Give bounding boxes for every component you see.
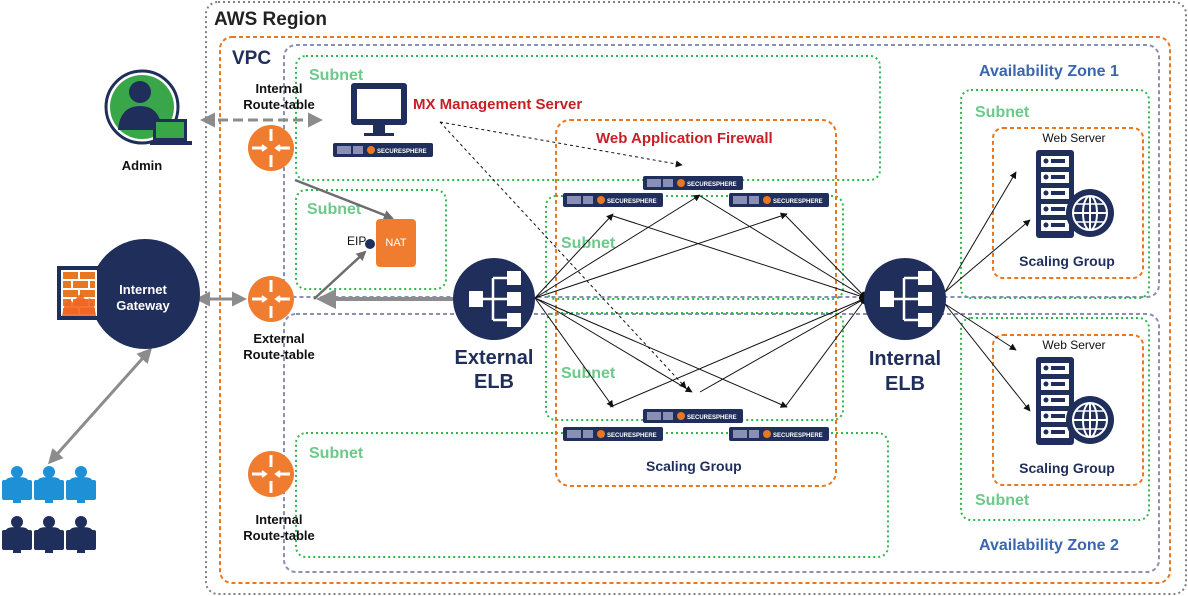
securesphere-appliance-icon: SECURESPHERE: [643, 409, 743, 423]
router-icon: [248, 451, 294, 497]
vpc-label: VPC: [232, 48, 271, 69]
subnet-web-1: [960, 89, 1150, 299]
nat-box: [376, 219, 416, 267]
mx-title: MX Management Server: [413, 96, 582, 113]
web-scaling-group-label: Scaling Group: [1019, 253, 1115, 269]
internal-elb-label-2: ELB: [885, 373, 925, 395]
external-route-table: External Route-table: [243, 276, 315, 362]
nat-label: NAT: [385, 237, 406, 249]
subnet-waf-1: [545, 195, 844, 300]
web-server-lines: [944, 171, 1031, 412]
availability-zone-1-label: Availability Zone 1: [979, 63, 1119, 80]
user-icon: [66, 516, 96, 553]
admin-label: Admin: [122, 158, 163, 173]
securesphere-appliance-icon: SECURESPHERE: [643, 176, 743, 190]
internet-gateway-circle: [90, 239, 200, 349]
user-icon: [2, 516, 32, 553]
appliance-brand-label: SECURESPHERE: [607, 433, 657, 439]
internal-elb-label-1: Internal: [869, 348, 941, 370]
nat-gateway: NAT EIP: [347, 219, 416, 267]
user-icon: [66, 466, 96, 503]
external-route-table-label-2: Route-table: [243, 347, 315, 362]
internet-gateway-node: Internet Gateway: [57, 239, 200, 349]
waf-connection-lines: [534, 194, 867, 408]
securesphere-appliance-icon: SECURESPHERE: [729, 427, 829, 441]
external-route-table-label-1: External: [253, 331, 304, 346]
appliance-brand-label: SECURESPHERE: [687, 182, 737, 188]
subnet-waf-2: [545, 312, 844, 421]
securesphere-appliance-icon: SECURESPHERE: [333, 143, 433, 157]
internal-route-table-bottom-label-2: Route-table: [243, 528, 315, 543]
internet-gateway-label-line1: Internet: [119, 282, 167, 297]
subnet-waf-1-label: Subnet: [561, 235, 616, 252]
mx-management-server: MX Management Server: [351, 83, 582, 136]
subnet-bottom-label: Subnet: [309, 445, 364, 462]
web-server-label: Web Server: [1042, 338, 1105, 352]
subnet-web-2: [960, 317, 1150, 521]
mx-management-lines: [439, 121, 687, 389]
internal-route-table-bottom: Internal Route-table: [243, 451, 315, 543]
user-icon: [34, 516, 64, 553]
admin-node: Admin: [104, 69, 192, 173]
waf-scaling-group-label: Scaling Group: [646, 458, 742, 474]
appliance-brand-label: SECURESPHERE: [687, 415, 737, 421]
availability-zone-2-boundary: [283, 313, 1160, 573]
availability-zone-1-boundary: [283, 44, 1160, 298]
web-scaling-group-1-boundary: [992, 127, 1144, 279]
user-icon: [34, 466, 64, 503]
appliances: SECURESPHERE SECURESPHERE SECURESPHERE SECU…: [333, 143, 829, 441]
appliance-brand-label: SECURESPHERE: [773, 433, 823, 439]
internet-gateway-label-line2: Gateway: [116, 298, 170, 313]
internal-route-table-top-label-2: Route-table: [243, 97, 315, 112]
external-elb-label-2: ELB: [474, 371, 514, 393]
internal-route-table-top-label-1: Internal: [256, 81, 303, 96]
vpc-boundary: [219, 36, 1171, 584]
external-elb: External ELB: [453, 258, 535, 393]
internal-route-table-bottom-label-1: Internal: [256, 512, 303, 527]
aws-region-label: AWS Region: [214, 9, 327, 30]
web-scaling-group-label: Scaling Group: [1019, 460, 1115, 476]
gray-connectors: [48, 112, 458, 465]
waf-title: Web Application Firewall: [596, 130, 773, 147]
subnet-bottom: [295, 432, 889, 558]
user-icon: [2, 466, 32, 503]
waf-group-boundary: [555, 119, 837, 487]
firewall-icon: [57, 266, 101, 320]
router-icon: [248, 276, 294, 322]
appliance-brand-label: SECURESPHERE: [607, 199, 657, 205]
eip-label: EIP: [347, 234, 366, 248]
subnet-nat-label: Subnet: [307, 201, 362, 218]
web-scaling-group-2-boundary: [992, 334, 1144, 486]
web-server-label: Web Server: [1042, 131, 1105, 145]
subnet-mx-label: Subnet: [309, 67, 364, 84]
eip-dot: [365, 239, 375, 249]
availability-zone-2-label: Availability Zone 2: [979, 537, 1119, 554]
securesphere-appliance-icon: SECURESPHERE: [563, 427, 663, 441]
subnet-web-2-label: Subnet: [975, 492, 1030, 509]
internal-elb: Internal ELB: [864, 258, 946, 395]
external-elb-label-1: External: [455, 347, 534, 369]
router-icon: [248, 125, 294, 171]
internal-route-table-top: Internal Route-table: [243, 81, 315, 171]
subnet-web-1-label: Subnet: [975, 104, 1030, 121]
subnet-nat: [295, 189, 447, 290]
appliance-brand-label: SECURESPHERE: [773, 199, 823, 205]
securesphere-appliance-icon: SECURESPHERE: [729, 193, 829, 207]
appliance-brand-label: SECURESPHERE: [377, 149, 427, 155]
securesphere-appliance-icon: SECURESPHERE: [563, 193, 663, 207]
users-group: [2, 466, 96, 553]
